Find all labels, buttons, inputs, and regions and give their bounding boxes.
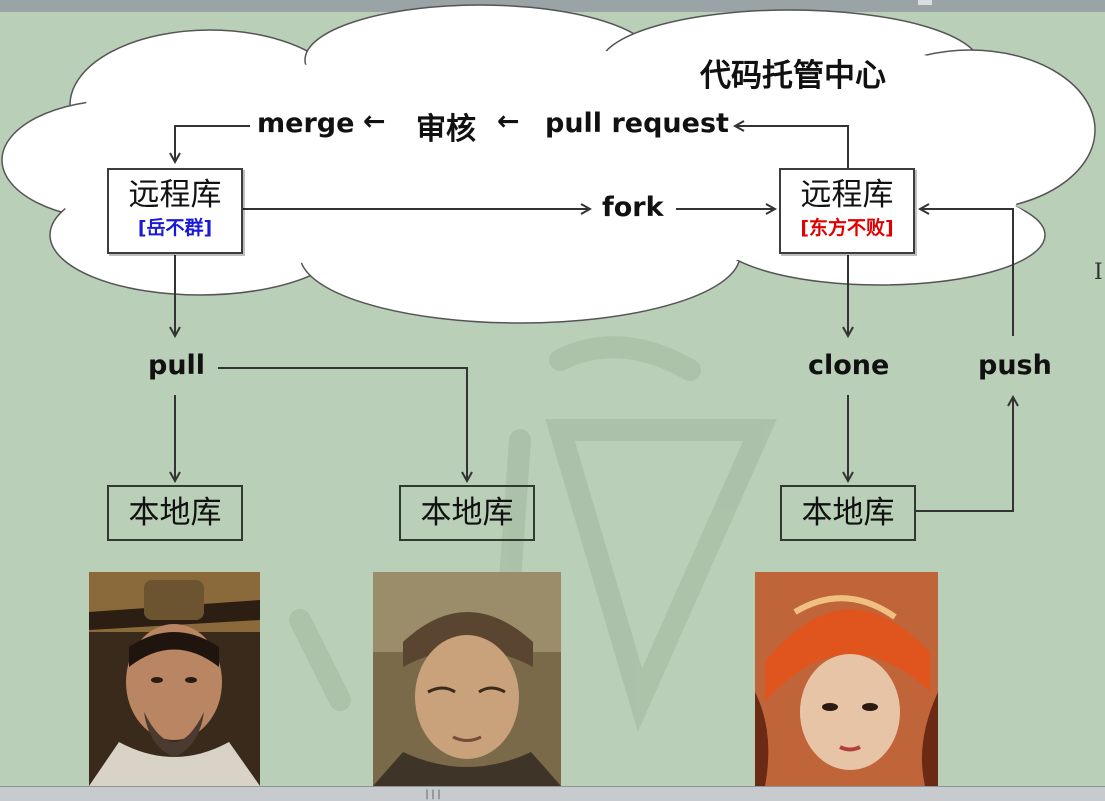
remote-repo-owner: [岳不群] [137, 217, 213, 239]
portrait-dongfang-bubai [755, 572, 938, 786]
push-label: push [978, 350, 1052, 381]
merge-line [175, 125, 250, 162]
pull-request-label: pull request [545, 108, 729, 139]
local-repo-3: 本地库 [780, 485, 916, 541]
top-bar-notch [918, 0, 932, 5]
local-repo-label: 本地库 [128, 495, 222, 531]
pull-request-line [735, 126, 849, 168]
pull-to-local-2 [218, 367, 467, 481]
local-repo-1: 本地库 [107, 485, 243, 541]
remote-repo-label: 远程库 [800, 177, 894, 213]
remote-repo-owner: [东方不败] [800, 217, 894, 239]
fork-label: fork [602, 192, 664, 223]
portrait-yue-buqun [89, 572, 260, 786]
local-repo-label: 本地库 [420, 495, 514, 531]
arrow-left-icon: ← [363, 106, 386, 137]
remote-repo-dongfang: 远程库 [东方不败] [779, 168, 915, 254]
cloud-title: 代码托管中心 [700, 58, 886, 94]
remote-repo-yue: 远程库 [岳不群] [107, 168, 243, 254]
arrow-left-icon: ← [497, 106, 520, 137]
window-top-bar [0, 0, 1105, 12]
clone-label: clone [808, 350, 890, 381]
remote-repo-label: 远程库 [128, 177, 222, 213]
pull-label: pull [148, 350, 206, 381]
local-repo-2: 本地库 [399, 485, 535, 541]
merge-label: merge [257, 108, 355, 139]
portrait-linghu-chong [373, 572, 561, 786]
local-repo-label: 本地库 [801, 495, 895, 531]
window-bottom-bar: ||| [0, 786, 1105, 801]
push-to-remote [920, 209, 1014, 336]
resize-grip-icon[interactable]: ||| [424, 789, 443, 800]
local-to-push [916, 397, 1013, 512]
text-cursor-icon: I [1094, 260, 1103, 285]
review-label: 审核 [416, 112, 476, 147]
